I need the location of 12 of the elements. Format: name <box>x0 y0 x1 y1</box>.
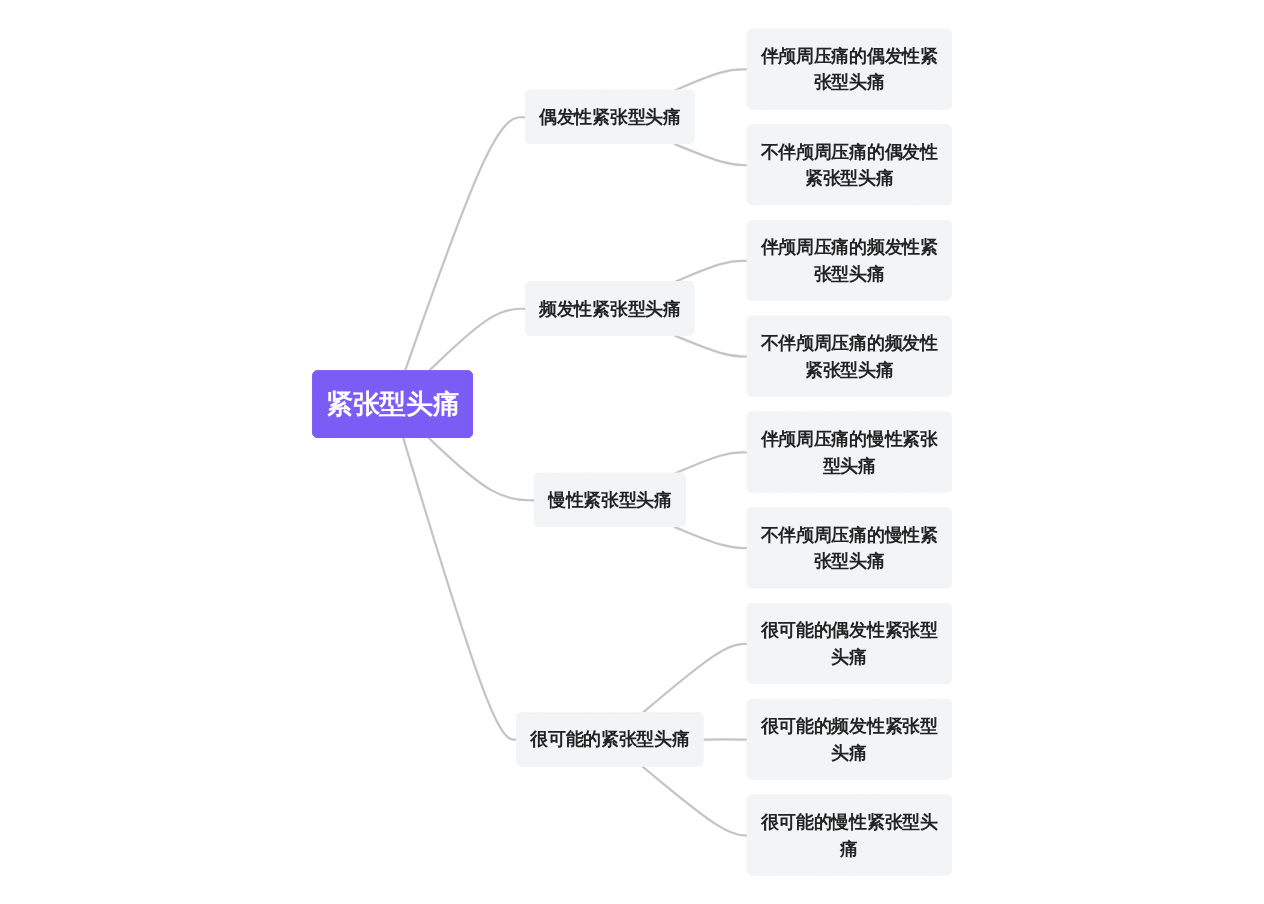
connector <box>403 116 527 372</box>
connector <box>402 437 518 741</box>
connector <box>673 68 748 92</box>
connector <box>641 765 748 837</box>
connector <box>427 437 535 502</box>
connector <box>673 142 748 167</box>
connector <box>673 451 748 475</box>
connector <box>641 642 748 714</box>
connector <box>673 525 748 550</box>
connector <box>703 738 748 741</box>
mind-map-drawing: 紧张型头痛 偶发性紧张型头痛 伴颅周压痛的偶发性紧张型头痛 不伴颅周压痛的偶发性紧张型头痛 频发性紧张型头痛 伴颅周压痛的频发性紧张型头痛 不伴颅周压痛的频发性紧张型头痛 慢性紧张型头痛 伴颅周压痛的慢性紧张型头痛 不伴颅周压痛的慢性紧张型头痛 很可能的紧张型头痛 很可能的偶发性紧张型头痛 很可能的频发性紧张型头痛 很可能的慢性紧张型头痛 <box>32 22 1232 882</box>
connector <box>673 334 748 358</box>
